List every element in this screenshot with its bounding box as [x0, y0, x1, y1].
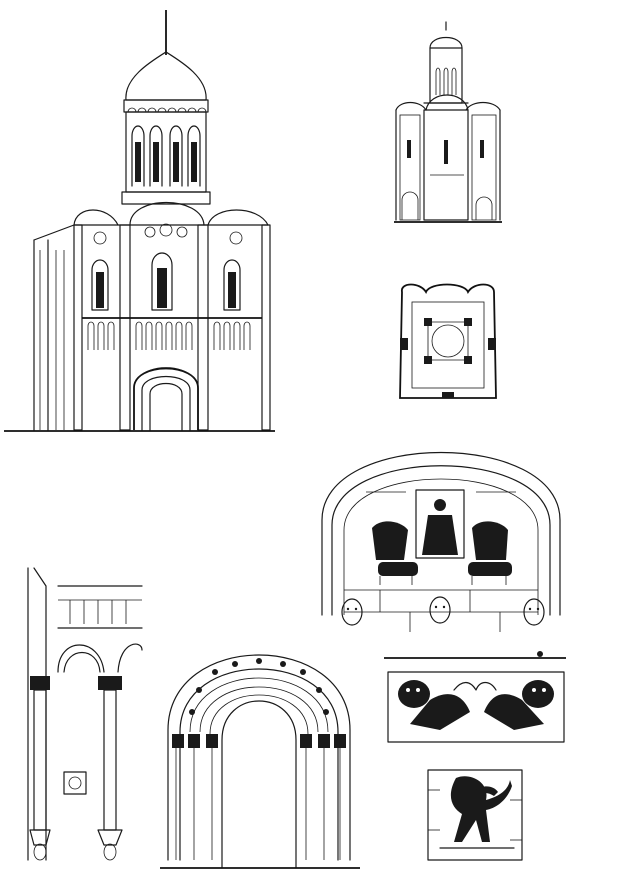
cathedral-plan: [399, 283, 497, 399]
tympanum-relief: [321, 452, 561, 632]
portal-detail: [160, 654, 360, 869]
cathedral-section: [394, 21, 502, 223]
griffin-relief: [427, 769, 523, 861]
lions-frieze: [384, 651, 566, 743]
arcade-detail: [27, 567, 143, 861]
cathedral-facade: [4, 10, 275, 432]
